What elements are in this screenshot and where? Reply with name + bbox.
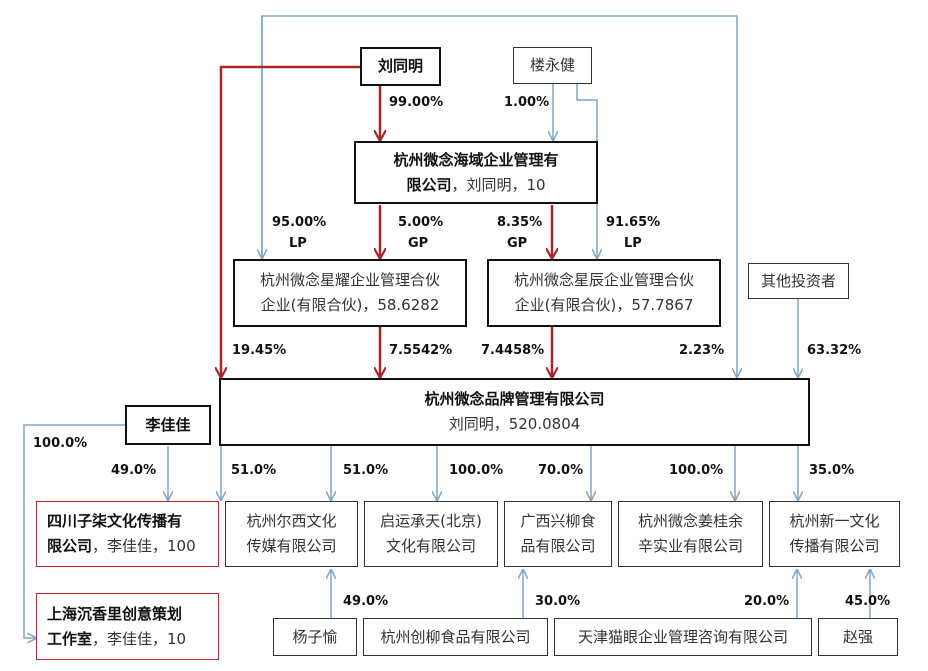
node-label: 杭州微念星辰企业管理合伙: [513, 271, 694, 289]
node-label: 赵强: [842, 627, 873, 646]
pct-brand-zigai: 51.0%: [231, 463, 277, 478]
node-detail: 企业(有限合伙)，58.6282: [260, 296, 440, 314]
node-detail: ，刘同明，10: [451, 175, 546, 194]
node-label: 杭州新一文化: [789, 512, 880, 530]
node-label-2: 辛实业有限公司: [637, 537, 743, 555]
node-label: 天津猫眼企业管理咨询有限公司: [577, 627, 788, 646]
node-xingchen: 杭州微念星辰企业管理合伙 企业(有限合伙)，57.7867: [487, 259, 721, 327]
role-gp-xingchen: GP: [507, 236, 528, 251]
pct-lou-xingchen: 91.65%: [606, 215, 661, 230]
pct-xingyao-brand: 7.5542%: [389, 343, 453, 358]
pct-maoyan-xinyi: 20.0%: [744, 594, 790, 609]
pct-lou-brand: 2.23%: [679, 343, 725, 358]
node-label-2: 限公司: [406, 175, 452, 194]
node-haiyu: 杭州微念海域企业管理有 限公司，刘同明，10: [354, 141, 598, 204]
node-label: 其他投资者: [760, 271, 836, 290]
node-detail: ，李佳佳，10: [92, 629, 187, 648]
node-label-2: 品有限公司: [520, 537, 596, 555]
node-yang-ziyu: 杨子愉: [273, 618, 357, 656]
node-label: 启运承天(北京): [380, 512, 482, 530]
node-label-2: 传媒有限公司: [246, 537, 337, 555]
pct-haiyu-xingchen: 8.35%: [497, 215, 543, 230]
node-guangxi: 广西兴柳食 品有限公司: [504, 501, 612, 567]
pct-brand-guangxi: 70.0%: [538, 463, 584, 478]
node-label: 杭州微念品牌管理有限公司: [424, 390, 605, 408]
node-label: 杭州微念星耀企业管理合伙: [259, 271, 440, 289]
node-maoyan: 天津猫眼企业管理咨询有限公司: [554, 618, 812, 656]
node-label: 杭州创柳食品有限公司: [380, 627, 531, 646]
node-other-investors: 其他投资者: [748, 263, 849, 299]
pct-lou-haiyu: 1.00%: [504, 95, 550, 110]
node-detail: 企业(有限合伙)，57.7867: [514, 296, 694, 314]
pct-liu-haiyu: 99.00%: [389, 95, 444, 110]
node-jianggui: 杭州微念姜桂余 辛实业有限公司: [618, 501, 763, 567]
node-label-2: 文化有限公司: [385, 537, 476, 555]
pct-li-zigai: 49.0%: [111, 463, 157, 478]
node-label: 广西兴柳食: [520, 512, 596, 530]
pct-zhao-xinyi: 45.0%: [845, 594, 891, 609]
pct-haiyu-xingyao: 5.00%: [398, 215, 444, 230]
node-brand: 杭州微念品牌管理有限公司 刘同明，520.0804: [219, 378, 810, 446]
pct-brand-qiyun: 100.0%: [449, 463, 504, 478]
role-lp-xingchen: LP: [624, 236, 642, 251]
pct-yang-erxi: 49.0%: [343, 594, 389, 609]
pct-liu-xingyao: 95.00%: [272, 215, 327, 230]
node-label-2: 限公司: [47, 537, 93, 555]
node-label: 杭州尔西文化: [246, 512, 337, 530]
node-label: 杭州微念姜桂余: [637, 512, 743, 530]
node-qiyun: 启运承天(北京) 文化有限公司: [364, 501, 498, 567]
node-detail: 刘同明，520.0804: [448, 415, 581, 433]
node-liu-tongming: 刘同明: [360, 47, 441, 86]
node-label-2: 传播有限公司: [789, 537, 880, 555]
node-label-2: 工作室: [47, 629, 93, 648]
node-xinyi: 杭州新一文化 传播有限公司: [769, 501, 900, 567]
node-zigai: 四川子柒文化传播有 限公司，李佳佳，100: [36, 501, 219, 567]
node-chuangliu: 杭州创柳食品有限公司: [363, 618, 548, 656]
pct-brand-erxi: 51.0%: [343, 463, 389, 478]
node-zhao-qiang: 赵强: [818, 618, 898, 656]
node-label: 杭州微念海域企业管理有: [393, 150, 559, 169]
node-label: 楼永健: [529, 56, 575, 74]
node-xingyao: 杭州微念星耀企业管理合伙 企业(有限合伙)，58.6282: [233, 259, 467, 327]
pct-others-brand: 63.32%: [807, 343, 862, 358]
pct-brand-xinyi: 35.0%: [809, 463, 855, 478]
node-label: 四川子柒文化传播有: [47, 512, 183, 530]
node-label: 刘同明: [377, 57, 423, 75]
node-label: 杨子愉: [292, 627, 338, 646]
node-erxi: 杭州尔西文化 传媒有限公司: [225, 501, 358, 567]
pct-xingchen-brand: 7.4458%: [481, 343, 545, 358]
node-label: 上海沉香里创意策划: [47, 604, 183, 623]
node-detail: ，李佳佳，100: [92, 537, 196, 555]
pct-brand-jianggui: 100.0%: [669, 463, 724, 478]
node-label: 李佳佳: [145, 415, 191, 434]
edge-li-chenxiang: [23, 424, 125, 638]
node-lou-yongjian: 楼永健: [513, 47, 592, 84]
node-li-jiajia: 李佳佳: [125, 405, 211, 445]
edge-liu-brand: [221, 65, 360, 377]
role-lp-xingyao: LP: [289, 236, 307, 251]
role-gp-xingyao: GP: [408, 236, 429, 251]
pct-liu-brand: 19.45%: [232, 343, 287, 358]
pct-li-chenxiang: 100.0%: [33, 436, 88, 451]
node-chenxiang: 上海沉香里创意策划 工作室，李佳佳，10: [36, 593, 219, 660]
pct-chuangliu-guangxi: 30.0%: [535, 594, 581, 609]
